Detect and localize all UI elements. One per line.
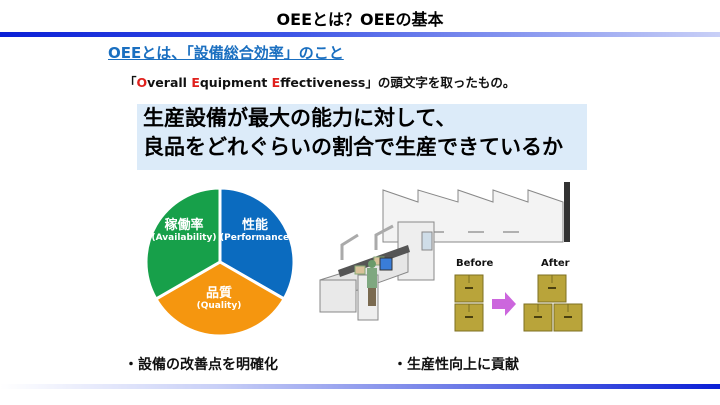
letter-e1: E: [191, 75, 200, 90]
letter-e2: E: [271, 75, 281, 90]
word-overall: verall: [147, 75, 192, 90]
highlight-line-1: 生産設備が最大の能力に対して、: [143, 106, 457, 130]
pie-slice-quality: [153, 260, 287, 338]
highlight-line-2: 良品をどれぐらいの割合で生産できているか: [143, 135, 563, 159]
factory-illustration: [319, 182, 570, 321]
letter-o: O: [136, 75, 148, 90]
before-label: Before: [456, 258, 494, 269]
bullet-productivity: ・生産性向上に貢献: [393, 357, 519, 373]
boxes-before-after-icon: [454, 274, 583, 332]
word-effectiveness: ffectiveness: [280, 75, 366, 90]
bullet-improvement: ・設備の改善点を明確化: [124, 357, 278, 373]
oee-pie-chart: [144, 186, 296, 338]
bracket-open: 「: [124, 75, 137, 90]
highlight-box: 生産設備が最大の能力に対して、 良品をどれぐらいの割合で生産できているか: [137, 104, 587, 170]
pie-label-quality: 品質(Quality): [196, 286, 242, 311]
definition-text: 「Overall Equipment Effectiveness」の頭文字を取っ…: [124, 72, 515, 91]
pie-label-performance: 性能(Performance): [220, 218, 294, 243]
after-label: After: [541, 258, 570, 269]
top-divider: [0, 32, 720, 37]
subtitle: OEEとは、「設備総合効率」のこと: [108, 44, 344, 62]
pie-slice-availability: [144, 186, 222, 302]
pie-label-availability: 稼働率(Availability): [151, 218, 217, 243]
definition-rest: 」の頭文字を取ったもの。: [365, 75, 516, 90]
word-equipment: quipment: [199, 75, 272, 90]
bottom-divider: [0, 384, 720, 389]
slide-title: OEEとは？OEEの基本: [276, 10, 444, 29]
